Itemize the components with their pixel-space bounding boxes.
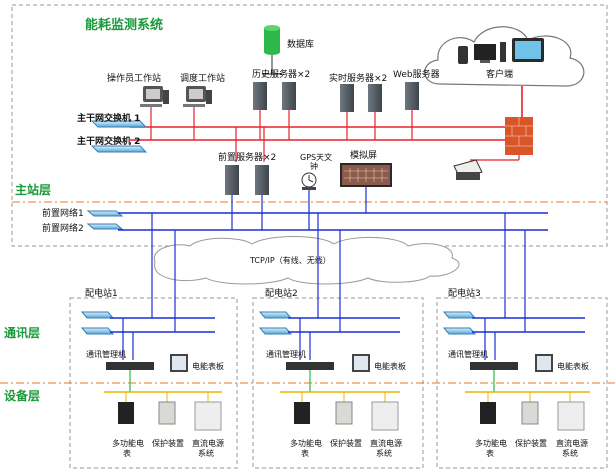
history-server-1-icon (253, 82, 267, 110)
station-1-protection-label: 保护装置 (152, 438, 184, 448)
station-2-meter-label-2: 表 (301, 448, 309, 458)
history-server-2-icon (282, 82, 296, 110)
station-3-meter-icon (480, 402, 496, 424)
station-3-switch-2-icon (442, 327, 477, 335)
station-2-protection-label: 保护装置 (330, 438, 362, 448)
station-2-meter-icon (294, 402, 310, 424)
station-2-name: 配电站2 (265, 287, 298, 299)
printer-icon (453, 159, 483, 180)
realtime-server-1-icon (340, 84, 354, 112)
station-1-comm-manager-icon (106, 362, 154, 370)
layer-master: 主站层 (15, 182, 51, 197)
frontend-net-1-label: 前置网络1 (42, 207, 84, 219)
backbone-switch-2-label: 主干网交换机 2 (77, 135, 140, 147)
station-3-dc-label-2: 系统 (562, 448, 578, 458)
station-2-comm-manager-icon (286, 362, 334, 370)
station-3-comm-manager-icon (470, 362, 518, 370)
layer-device: 设备层 (4, 388, 40, 403)
database-label: 数据库 (287, 38, 314, 50)
frontend-switch-2-icon (86, 223, 124, 230)
network-cloud (153, 236, 460, 285)
master-frame (11, 4, 608, 247)
station-3-protection-label: 保护装置 (515, 438, 547, 448)
frontend-server-1-icon (225, 165, 239, 195)
sim-screen-label: 模拟屏 (350, 149, 377, 161)
frontend-net-2-label: 前置网络2 (42, 222, 84, 234)
gps-clock-label-1: GPS天文 (300, 152, 332, 162)
station-3-dc-icon (557, 401, 585, 431)
station-3-meter-label-1: 多功能电 (475, 438, 507, 448)
station-1-meter-icon (118, 402, 134, 424)
station-1-dc-icon (194, 401, 222, 431)
station-2-comm-label: 通讯管理机 (266, 349, 306, 359)
client-devices-icon (458, 38, 544, 64)
dispatch-workstation-icon (183, 86, 212, 107)
station-3-meter-label-2: 表 (486, 448, 494, 458)
diagram-title: 能耗监测系统 (85, 17, 163, 33)
database-icon (264, 25, 280, 55)
client-label: 客户端 (486, 68, 513, 80)
firewall-icon (505, 117, 533, 155)
history-server-label: 历史服务器×2 (252, 68, 310, 80)
station-1-protection-icon (158, 401, 176, 425)
station-1-comm-label: 通讯管理机 (86, 349, 126, 359)
station-1-meter-label-2: 表 (123, 448, 131, 458)
layer-comm: 通讯层 (4, 325, 40, 340)
station-3-name: 配电站3 (448, 287, 481, 299)
gps-clock-icon (301, 172, 317, 190)
station-2-protection-icon (335, 401, 353, 425)
web-server-icon (405, 82, 419, 110)
station-1-name: 配电站1 (85, 287, 118, 299)
station-2-switch-2-icon (258, 327, 293, 335)
backbone-switch-1-icon (90, 120, 148, 128)
backbone-switch-2-icon (90, 145, 148, 153)
station-1-switch-1-icon (80, 311, 115, 319)
station-1-dc-label-1: 直流电源 (192, 438, 224, 448)
frontend-switch-1-icon (86, 210, 124, 217)
dispatch-ws-label: 调度工作站 (180, 72, 225, 84)
web-server-label: Web服务器 (393, 68, 440, 80)
station-1-switch-2-icon (80, 327, 115, 335)
station-1-meter-label-1: 多功能电 (112, 438, 144, 448)
station-2-switch-1-icon (258, 311, 293, 319)
operator-ws-label: 操作员工作站 (107, 72, 161, 84)
backbone-switch-1-label: 主干网交换机 1 (77, 112, 140, 124)
station-2-dc-label-1: 直流电源 (370, 438, 402, 448)
gps-clock-label-2: 钟 (310, 161, 318, 171)
station-3-panel-label: 电能表板 (557, 361, 589, 371)
station-3-protection-icon (521, 401, 539, 425)
frontend-server-label: 前置服务器×2 (218, 151, 276, 163)
operator-workstation-icon (140, 86, 169, 107)
station-1-dc-label-2: 系统 (198, 448, 214, 458)
station-2-meter-label-1: 多功能电 (290, 438, 322, 448)
network-label: TCP/IP（有线、无线） (249, 255, 331, 265)
station-3-dc-label-1: 直流电源 (556, 438, 588, 448)
station-1-panel-label: 电能表板 (192, 361, 224, 371)
station-2-panel-label: 电能表板 (374, 361, 406, 371)
station-2-dc-label-2: 系统 (376, 448, 392, 458)
station-3-comm-label: 通讯管理机 (448, 349, 488, 359)
realtime-server-label: 实时服务器×2 (329, 72, 387, 84)
realtime-server-2-icon (368, 84, 382, 112)
station-3-switch-1-icon (442, 311, 477, 319)
sim-screen-icon (340, 163, 392, 187)
frontend-server-2-icon (255, 165, 269, 195)
station-2-dc-icon (371, 401, 399, 431)
